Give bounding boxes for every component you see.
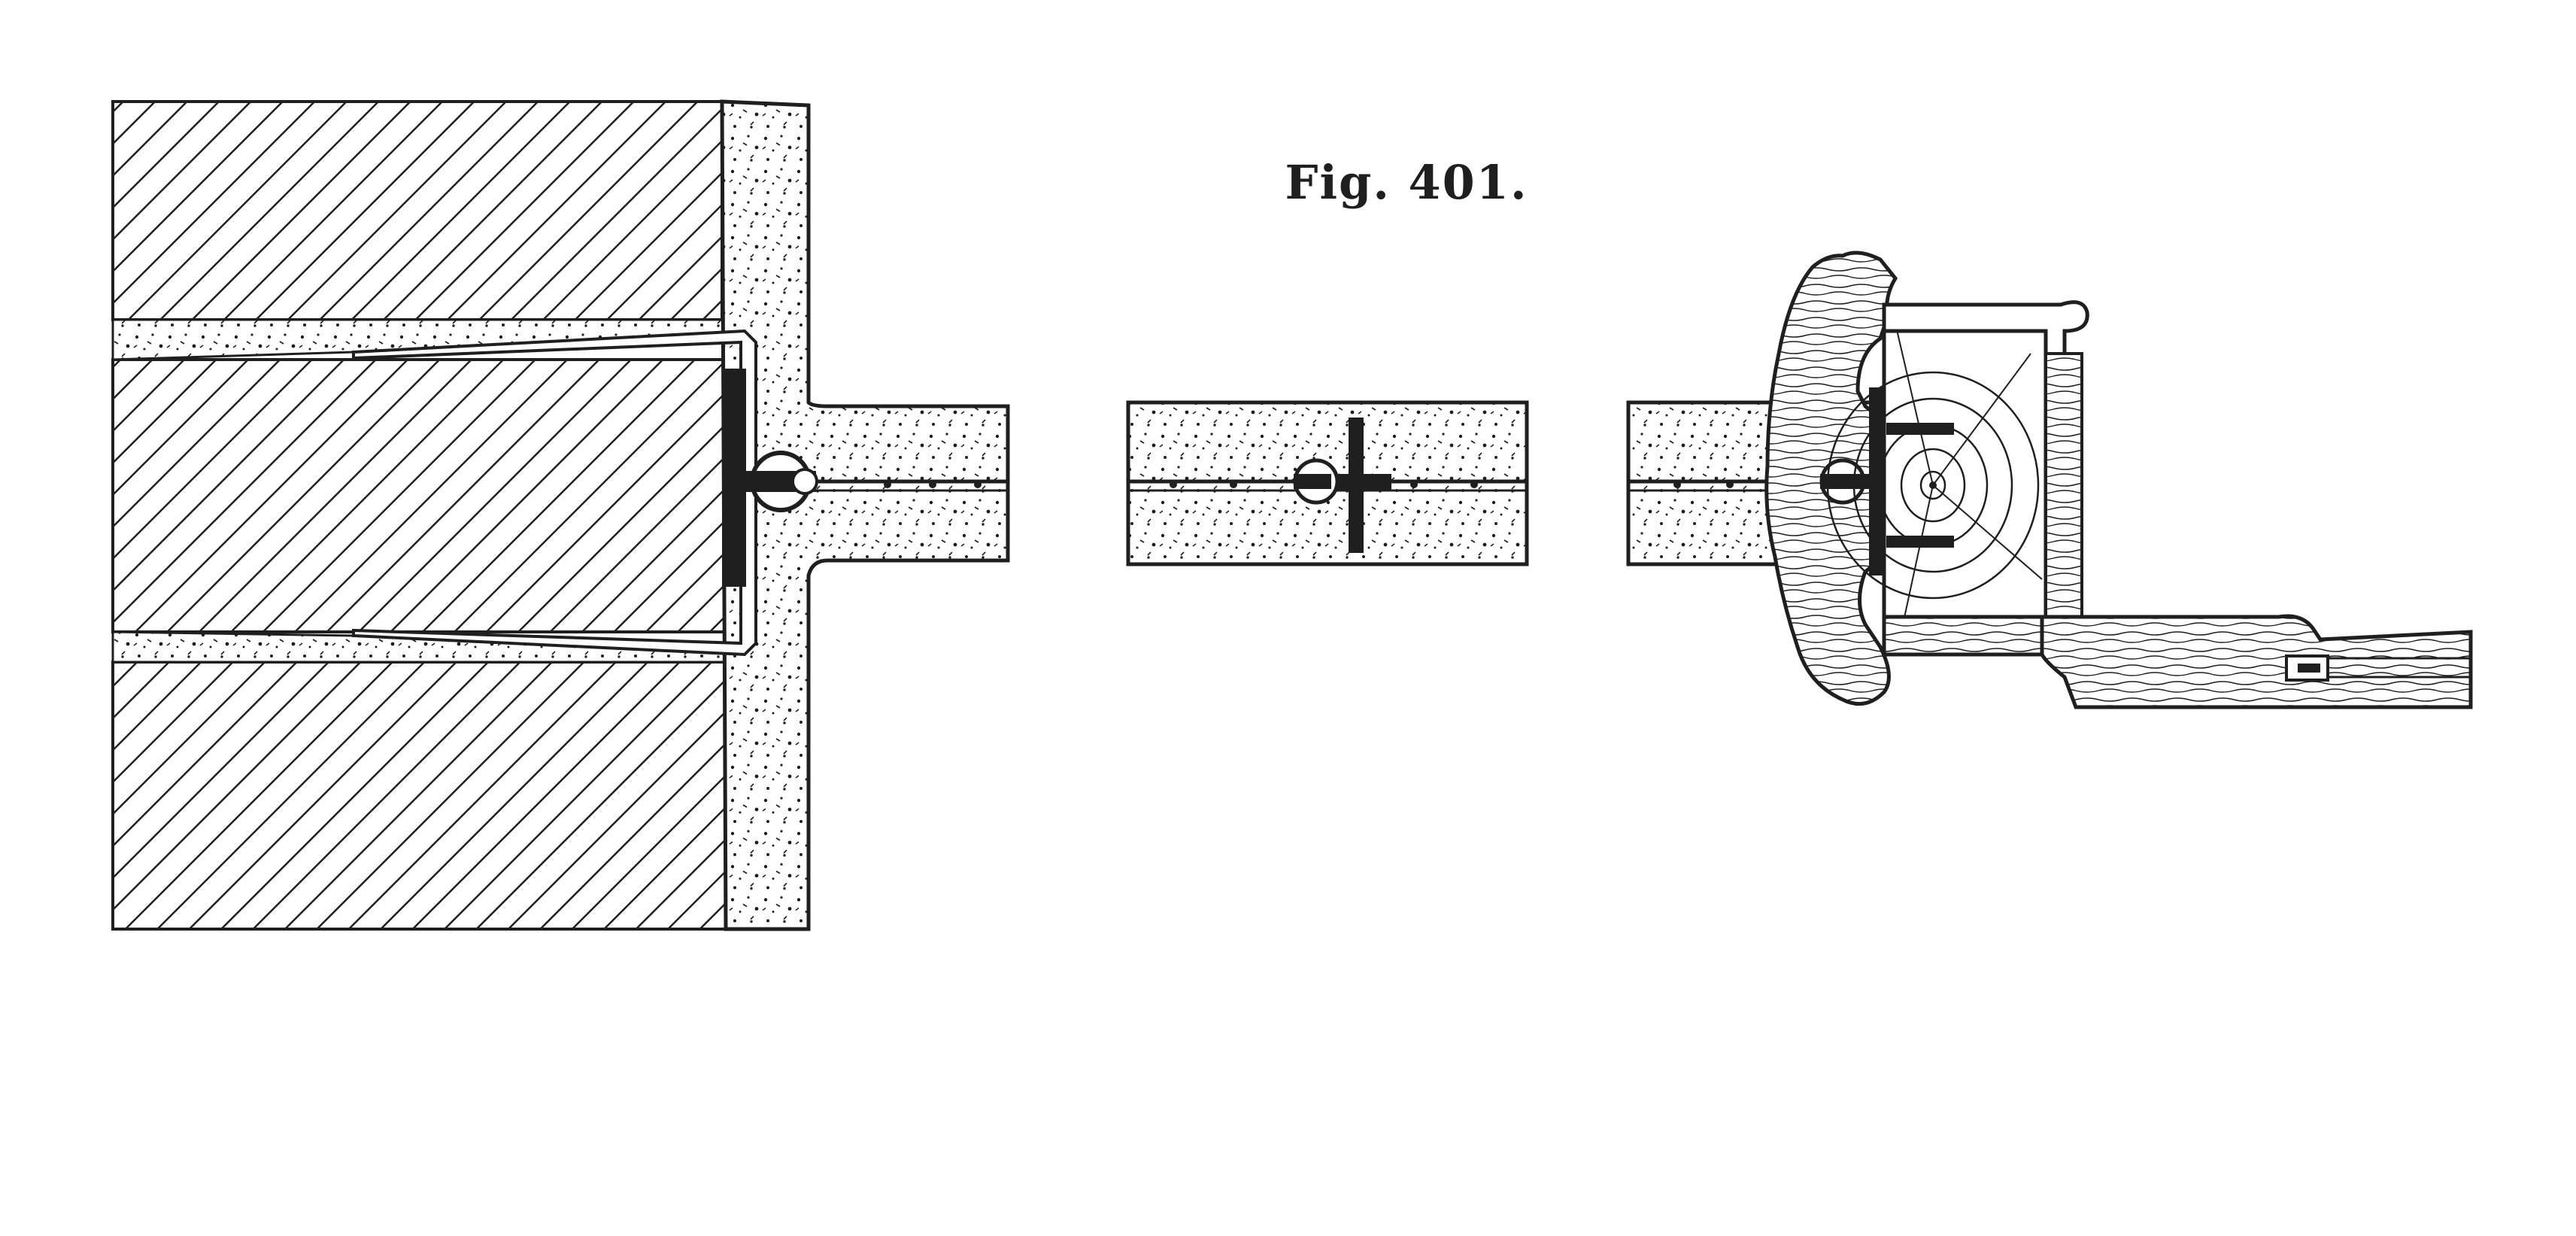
- screw-lower: [1886, 536, 1954, 548]
- anchor-bracket: [352, 329, 757, 657]
- frame-rail: [2044, 352, 2083, 633]
- masonry-block-middle: [111, 358, 727, 633]
- right-section-drawing: [1626, 251, 2473, 709]
- sash-leaf: [2040, 614, 2473, 709]
- figure-caption: Fig. 401.: [1285, 155, 1528, 210]
- left-section-drawing: [111, 99, 1010, 931]
- middle-section-drawing: [1126, 400, 1529, 566]
- masonry-block-upper: [111, 100, 724, 321]
- screw-upper: [1886, 423, 1954, 435]
- masonry-block-lower: [111, 661, 727, 931]
- vertical-plaster-strip: [720, 99, 1010, 931]
